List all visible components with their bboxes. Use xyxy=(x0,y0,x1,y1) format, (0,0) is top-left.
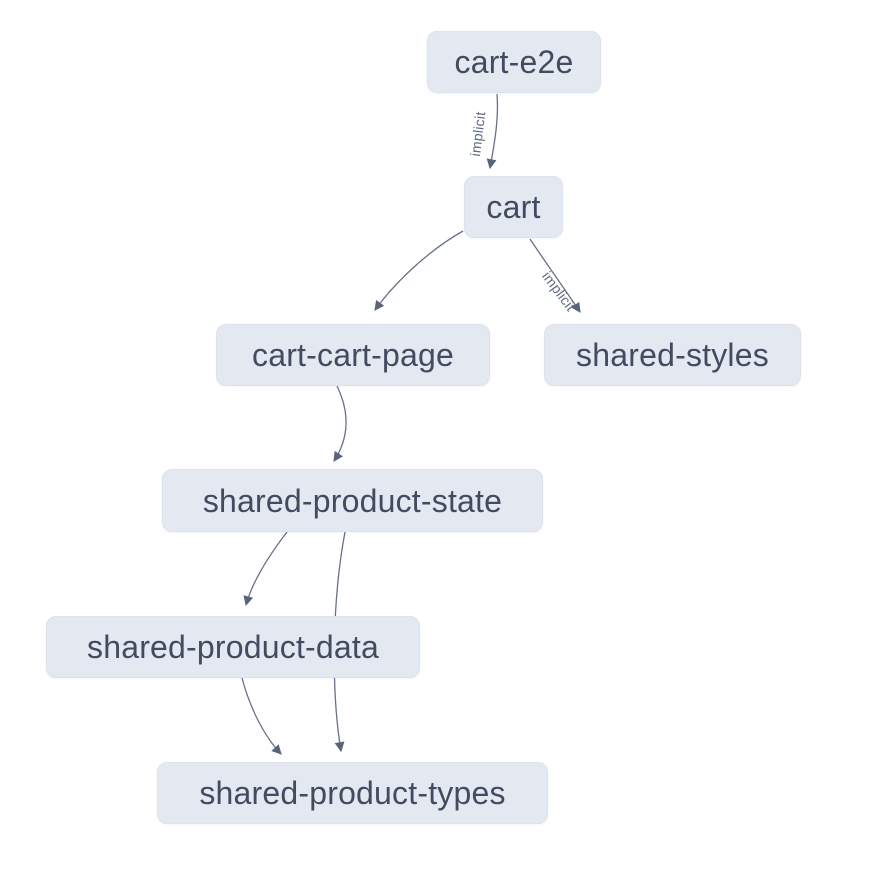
node-label-shared-product-types: shared-product-types xyxy=(199,775,506,811)
node-label-shared-product-data: shared-product-data xyxy=(87,629,379,665)
node-label-cart: cart xyxy=(486,189,541,225)
edge-cart-to-cart-cart-page xyxy=(374,230,464,311)
edge-cart-to-shared-styles xyxy=(529,238,581,313)
edge-label-implicit-cart-shared-styles: implicit xyxy=(539,268,579,314)
graph-node-cart-cart-page[interactable]: cart-cart-page xyxy=(216,324,490,386)
graph-node-shared-product-types[interactable]: shared-product-types xyxy=(157,762,548,824)
edge-cart-cart-page-to-shared-product-state xyxy=(333,385,347,462)
node-label-cart-e2e: cart-e2e xyxy=(454,44,574,80)
node-label-shared-product-state: shared-product-state xyxy=(202,482,503,519)
graph-node-cart-e2e[interactable]: cart-e2e xyxy=(427,31,601,93)
edge-cart-e2e-to-cart xyxy=(486,93,499,170)
edge-label-implicit-cart-e2e-cart: implicit xyxy=(467,110,488,157)
node-label-shared-styles: shared-styles xyxy=(576,337,769,373)
graph-node-shared-product-data[interactable]: shared-product-data xyxy=(46,616,420,678)
edge-shared-product-state-to-shared-product-data xyxy=(243,531,288,607)
edge-shared-product-data-to-shared-product-types xyxy=(241,677,282,755)
graph-node-cart[interactable]: cart xyxy=(464,176,563,238)
graph-node-shared-styles[interactable]: shared-styles xyxy=(544,324,801,386)
graph-node-shared-product-state[interactable]: shared-product-state xyxy=(162,469,543,532)
node-label-cart-cart-page: cart-cart-page xyxy=(252,337,454,373)
